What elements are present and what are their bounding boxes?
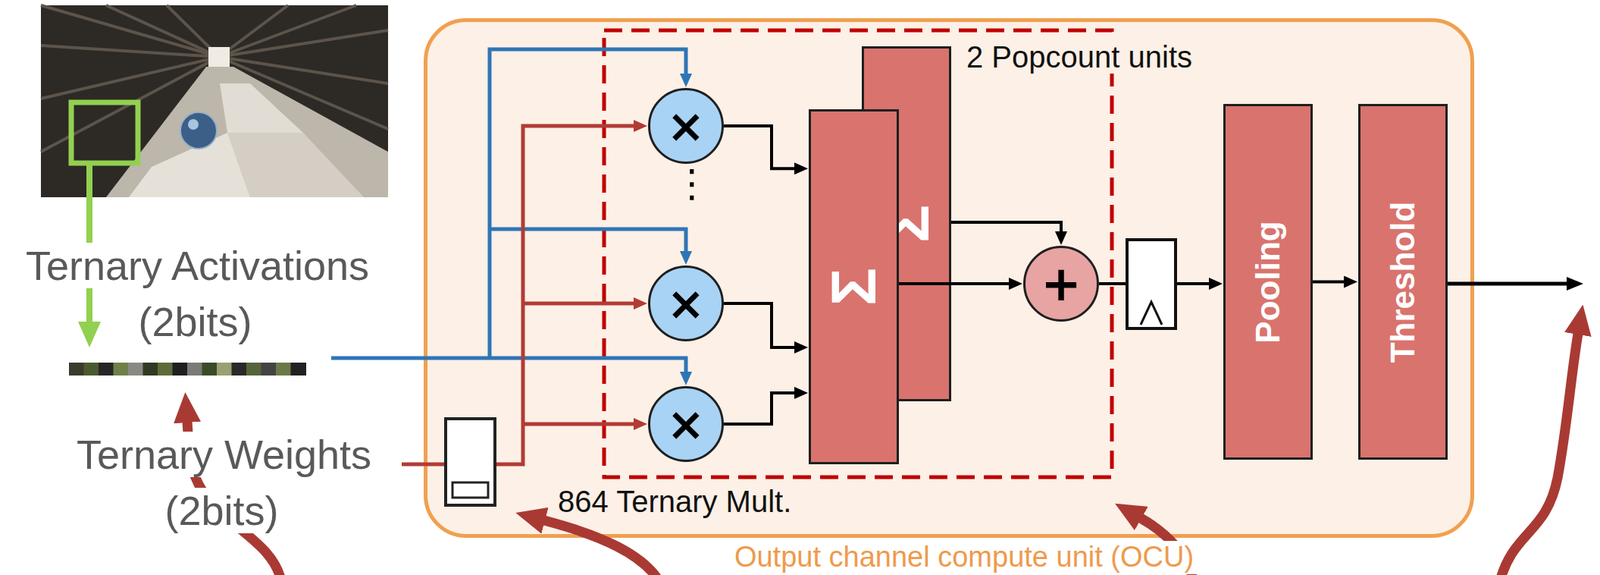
buffer-slot xyxy=(452,482,489,498)
bar-cell xyxy=(231,362,248,376)
floor-tile xyxy=(219,83,304,133)
callout-arrow xyxy=(544,519,661,575)
bar-cell xyxy=(68,362,85,376)
bar-cell xyxy=(291,362,307,376)
bar-cell xyxy=(143,362,159,376)
weight-wire xyxy=(522,301,635,306)
weight-wire xyxy=(522,422,635,426)
output-arrow xyxy=(1447,281,1568,286)
bar-cell xyxy=(216,362,232,376)
node-label: Pooling xyxy=(1251,220,1285,343)
weight-buffer xyxy=(445,418,495,505)
ball-highlight xyxy=(187,118,199,130)
activation-wire xyxy=(489,228,686,252)
ellipsis-mark: ⋮ xyxy=(670,161,714,206)
stage-box: Pooling xyxy=(1223,103,1313,460)
bar-cell xyxy=(84,362,100,376)
signal-arrow xyxy=(723,125,796,169)
clock-mark xyxy=(1140,301,1162,325)
multiplier-circle: × xyxy=(648,87,724,164)
signal-arrow xyxy=(951,222,1062,232)
bar-cell xyxy=(246,362,262,376)
activation-wire xyxy=(331,357,686,373)
bar-cell xyxy=(98,362,114,376)
patch-square xyxy=(71,102,138,163)
register xyxy=(1127,239,1176,329)
signal-arrow xyxy=(1312,280,1345,284)
multiplier-circle: × xyxy=(648,265,724,342)
label-box: Ternary Weights (2bits) xyxy=(29,425,417,539)
label-box: 864 Ternary Mult. xyxy=(555,483,794,519)
bar-cell xyxy=(128,362,144,376)
activation-wires xyxy=(331,49,686,373)
weight-wire xyxy=(494,125,635,464)
photo-background xyxy=(40,5,389,198)
node-label: + xyxy=(1040,259,1082,308)
label-box: 2 Popcount units xyxy=(964,39,1195,75)
signal-arrow xyxy=(723,303,796,348)
bar-cell xyxy=(202,362,218,376)
activation-bar xyxy=(68,362,307,376)
compute-unit-box: Output channel compute unit (OCU)×××ΣΣ+P… xyxy=(423,18,1475,538)
multiplier-circle: × xyxy=(648,385,724,462)
weight-wires xyxy=(401,125,635,464)
label-box: Ternary Activations (2bits) xyxy=(3,237,390,350)
bar-cell xyxy=(172,362,188,376)
tunnel-line xyxy=(40,5,220,57)
node-label: × xyxy=(666,400,705,447)
dashed-region xyxy=(604,30,1112,477)
input-label: Ternary Activations (2bits) xyxy=(23,242,370,345)
stage-box: Threshold xyxy=(1358,103,1448,460)
bar-cell xyxy=(113,362,129,376)
bar-cell xyxy=(275,362,292,376)
bar-cell xyxy=(187,362,203,376)
node-label: Σ xyxy=(821,267,886,306)
tunnel-floor xyxy=(106,66,389,198)
part-label: 2 Popcount units xyxy=(964,40,1195,74)
tunnel-line xyxy=(219,5,357,57)
adder-circle: + xyxy=(1023,245,1100,322)
input-label: Ternary Weights (2bits) xyxy=(74,431,372,533)
weight-wire xyxy=(401,462,446,467)
signal-arrow xyxy=(898,281,1010,285)
node-label: × xyxy=(666,103,705,149)
popcount-box: Σ xyxy=(808,109,899,464)
ball xyxy=(180,112,217,149)
signal-arrow xyxy=(723,392,796,424)
node-label: × xyxy=(666,280,705,326)
bar-cell xyxy=(261,362,277,376)
floor-tile xyxy=(227,132,364,198)
tunnel-light xyxy=(208,46,230,67)
bar-cell xyxy=(157,362,173,376)
callout-arrow xyxy=(1499,333,1579,575)
tunnel-line xyxy=(106,5,220,57)
label-box: ⋮ xyxy=(670,160,702,207)
tunnel-line xyxy=(219,30,389,57)
part-label: 864 Ternary Mult. xyxy=(555,484,794,518)
unit-caption: Output channel compute unit (OCU) xyxy=(729,540,1199,574)
tunnel-line xyxy=(40,45,220,57)
node-label: Threshold xyxy=(1386,200,1420,363)
